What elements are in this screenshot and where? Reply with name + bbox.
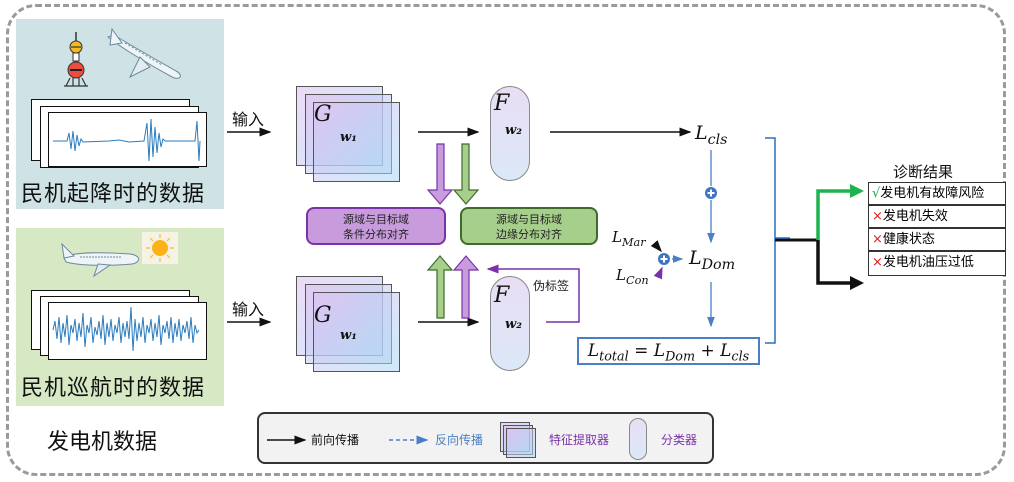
loss-con: LCon <box>616 266 649 287</box>
legend-backward: 反向传播 <box>435 433 484 447</box>
waveform-card-front <box>48 302 207 360</box>
feature-extractor-bottom: G w₁ <box>296 276 416 372</box>
conditional-alignment-box: 源域与目标域 条件分布对齐 <box>306 207 446 245</box>
conditional-alignment-line1: 源域与目标域 <box>343 213 409 226</box>
legend-extractor-icon <box>500 422 536 458</box>
generator-data-title: 发电机数据 <box>47 430 158 455</box>
lcon-arrow <box>653 266 663 280</box>
classifier-weight: w₂ <box>505 123 522 138</box>
pseudo-label-text: 伪标签 <box>533 279 570 293</box>
classifier-symbol: F <box>494 91 510 116</box>
legend-box: 前向传播 反向传播 特征提取器 分类器 <box>257 412 714 464</box>
vibration-waveform-dense <box>52 306 200 352</box>
legend-arrows <box>267 435 429 445</box>
cross-icon: × <box>872 209 883 224</box>
extractor-weight: w₁ <box>340 130 357 145</box>
result-arrow-black <box>816 240 852 285</box>
classifier-weight: w₂ <box>505 317 522 332</box>
legend-forward: 前向传播 <box>311 433 360 447</box>
classifier-bottom: F w₂ <box>490 276 530 371</box>
lmar-arrow <box>650 240 662 253</box>
diagnosis-title: 诊断结果 <box>893 163 954 181</box>
conditional-down-arrow <box>426 143 454 205</box>
extractor-weight: w₁ <box>340 328 357 343</box>
marginal-alignment-line1: 源域与目标域 <box>496 213 562 226</box>
sun-icon <box>142 232 178 264</box>
feature-extractor-top: G w₁ <box>296 86 416 182</box>
total-loss-formula: Ltotal = LDom + Lcls <box>577 337 760 365</box>
cross-icon: × <box>872 255 883 270</box>
diagnosis-item: √发电机有故障风险 <box>868 182 1006 205</box>
input-label-top: 输入 <box>232 110 265 129</box>
diagnosis-item: ×发电机失效 <box>868 205 1006 228</box>
check-icon: √ <box>872 186 881 201</box>
loss-dom: LDom <box>689 247 736 273</box>
loss-bracket <box>765 137 776 344</box>
result-arrow-green <box>816 189 852 240</box>
conditional-up-arrow <box>452 255 480 319</box>
pseudo-label-feedback-arrow <box>486 264 580 323</box>
legend-extractor: 特征提取器 <box>549 433 610 447</box>
extractor-symbol: G <box>314 102 332 127</box>
legend-classifier-icon <box>629 418 647 460</box>
conditional-alignment-line2: 条件分布对齐 <box>343 228 409 241</box>
airplane-takeoff-icon <box>106 27 181 79</box>
cross-icon: × <box>872 232 883 247</box>
loss-mar: LMar <box>612 228 646 249</box>
diagnosis-item: ×发电机油压过低 <box>868 251 1006 276</box>
cruise-data-label: 民机巡航时的数据 <box>21 376 206 401</box>
vibration-waveform-burst <box>53 118 201 162</box>
waveform-card-front <box>48 112 207 167</box>
marginal-alignment-line2: 边缘分布对齐 <box>496 228 562 241</box>
airplane-cruise-icon <box>61 242 139 278</box>
input-label-bottom: 输入 <box>232 300 265 319</box>
loss-cls: Lcls <box>695 122 728 148</box>
classifier-top: F w₂ <box>490 86 530 181</box>
control-tower-icon <box>64 32 88 87</box>
marginal-down-arrow <box>452 143 480 205</box>
diagnosis-item: ×健康状态 <box>868 228 1006 251</box>
takeoff-landing-data-label: 民机起降时的数据 <box>21 182 206 207</box>
legend-classifier: 分类器 <box>661 433 698 447</box>
marginal-up-arrow <box>426 255 454 319</box>
marginal-alignment-box: 源域与目标域 边缘分布对齐 <box>460 207 598 245</box>
extractor-symbol: G <box>314 303 332 328</box>
classifier-symbol: F <box>494 283 510 308</box>
